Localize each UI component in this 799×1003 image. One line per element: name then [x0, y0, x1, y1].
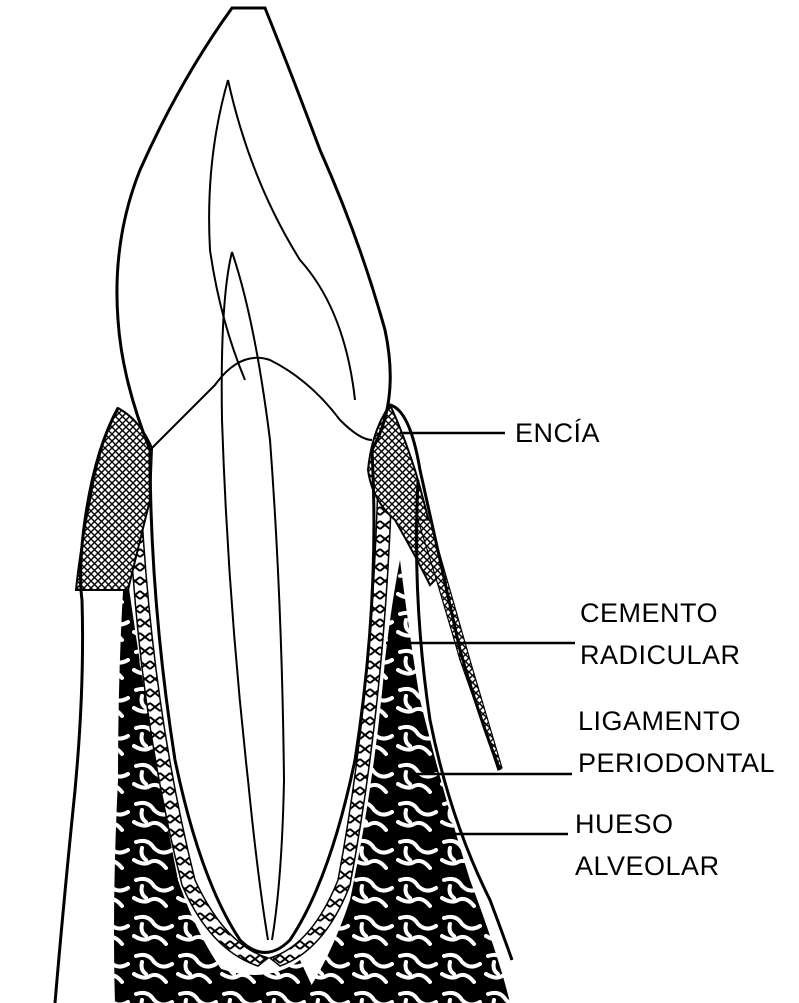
label-hueso-line2: ALVEOLAR: [575, 848, 720, 884]
label-ligamento-line1: LIGAMENTO: [578, 703, 741, 739]
label-cemento-line1: CEMENTO: [580, 595, 718, 631]
pulp-canal: [222, 252, 284, 940]
label-hueso-line1: HUESO: [575, 806, 674, 842]
label-encia: ENCÍA: [515, 415, 600, 451]
label-ligamento-line2: PERIODONTAL: [578, 745, 775, 781]
label-cemento-line2: RADICULAR: [580, 637, 741, 673]
